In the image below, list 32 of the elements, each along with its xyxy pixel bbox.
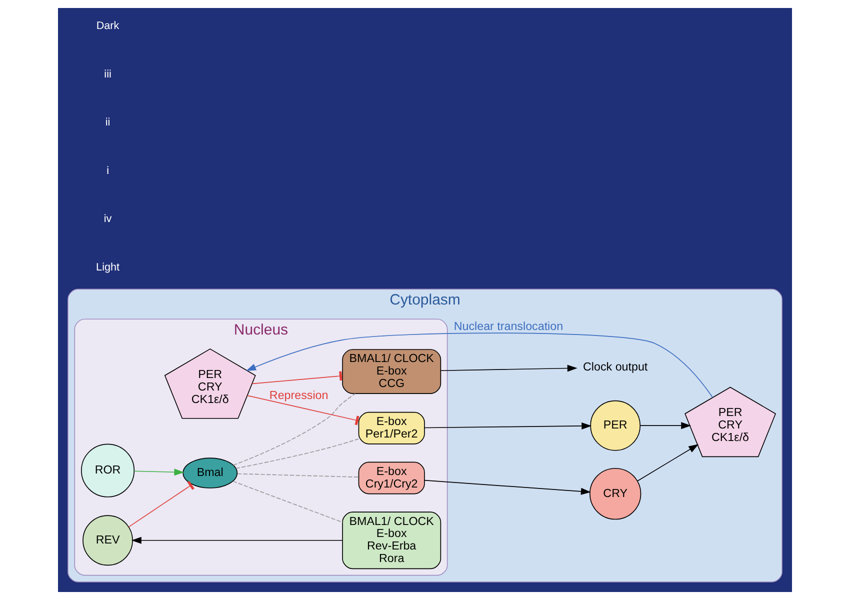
arrow <box>424 480 591 495</box>
arrow <box>640 422 692 430</box>
connector <box>232 480 343 523</box>
node-circle: ROR <box>81 444 135 498</box>
connector <box>252 371 343 384</box>
label: Dark <box>96 20 120 32</box>
edge-label: Nuclear translocation <box>454 320 564 334</box>
arrow <box>131 536 343 544</box>
label: ii <box>105 116 110 129</box>
node-box: E-box Per1/Per2 <box>358 412 425 444</box>
node-box: E-box Cry1/Cry2 <box>358 462 425 494</box>
label: iv <box>104 213 112 226</box>
edge-label: Repression <box>269 389 328 402</box>
label: i <box>106 164 109 177</box>
node-circle: PER <box>590 400 641 451</box>
arrow <box>440 364 578 372</box>
connector <box>232 393 356 466</box>
node-circle: CRY <box>590 468 642 520</box>
connector <box>128 480 194 528</box>
node-circle: REV <box>82 515 133 566</box>
node-box: BMAL1/ CLOCK E-box Rev-Erba Rora <box>342 512 442 570</box>
arrow <box>134 468 184 476</box>
node-box: BMAL1/ CLOCK E-box CCG <box>342 349 442 394</box>
node-text: Clock output <box>583 360 648 374</box>
label: iii <box>104 68 112 80</box>
connector <box>246 395 360 426</box>
arrow <box>424 422 592 430</box>
arrow <box>637 444 699 482</box>
label: Light <box>96 261 120 274</box>
connector <box>237 473 360 478</box>
arrow <box>246 332 714 398</box>
connector <box>236 438 359 469</box>
